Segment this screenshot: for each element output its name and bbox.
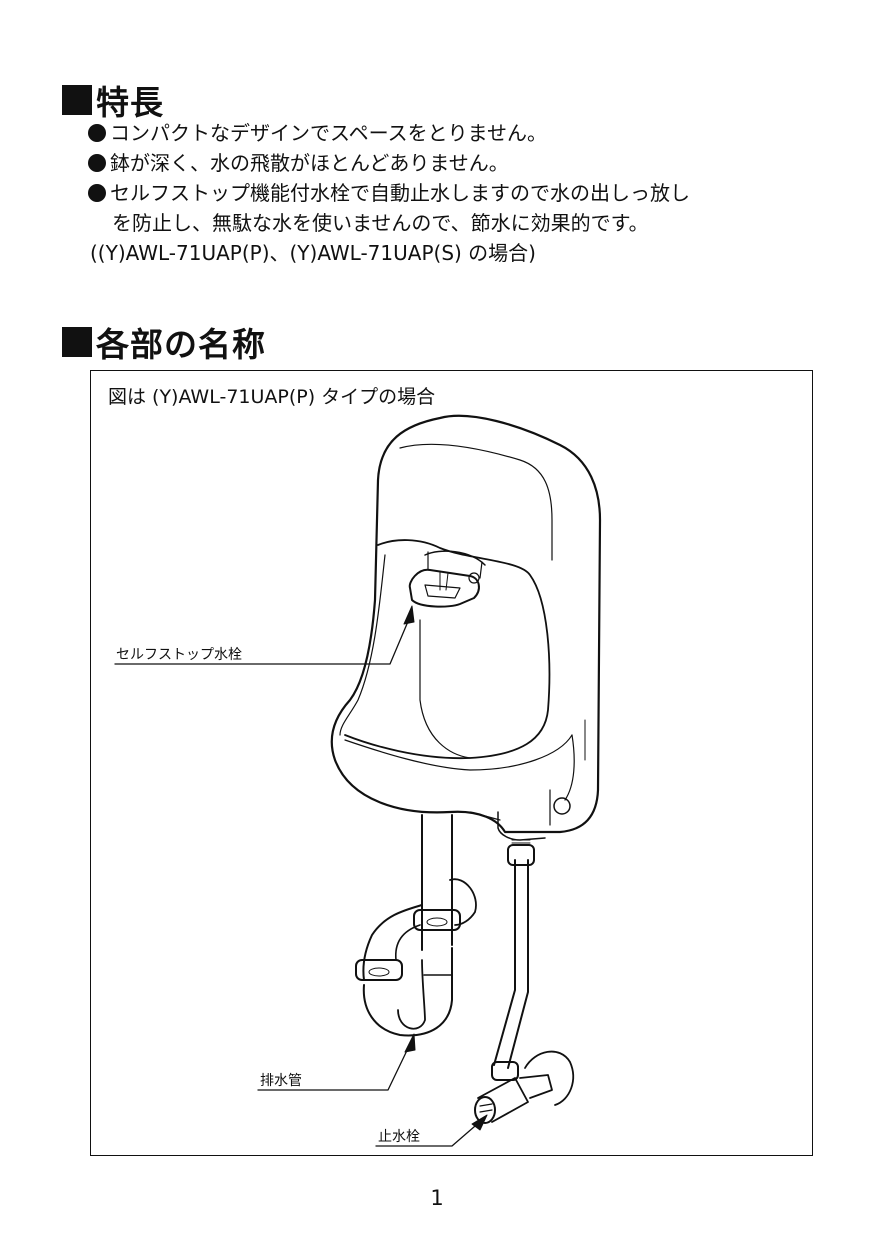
feature-item-1: コンパクトなデザインでスペースをとりません。 — [88, 118, 547, 148]
feature-item-3: セルフストップ機能付水栓で自動止水しますので水の出しっ放し — [88, 178, 690, 208]
bullet-icon — [88, 124, 106, 142]
label-stop-valve: 止水栓 — [378, 1129, 420, 1145]
feature-item-3-continuation: を防止し、無駄な水を使いませんので、節水に効果的です。 — [112, 211, 649, 235]
feature-model-note: ((Y)AWL-71UAP(P)、(Y)AWL-71UAP(S) の場合) — [90, 241, 536, 265]
page-number: 1 — [430, 1186, 444, 1210]
bullet-icon — [88, 154, 106, 172]
square-bullet-icon — [62, 85, 92, 115]
square-bullet-icon — [62, 327, 92, 357]
features-heading: 特長 — [62, 76, 164, 124]
parts-heading: 各部の名称 — [62, 318, 266, 366]
bullet-icon — [88, 184, 106, 202]
feature-item-2: 鉢が深く、水の飛散がほとんどありません。 — [88, 148, 509, 178]
figure-frame — [90, 370, 813, 1156]
label-self-stop-faucet: セルフストップ水栓 — [116, 647, 242, 663]
figure-caption: 図は (Y)AWL-71UAP(P) タイプの場合 — [108, 386, 436, 408]
label-drain-pipe: 排水管 — [260, 1073, 302, 1089]
